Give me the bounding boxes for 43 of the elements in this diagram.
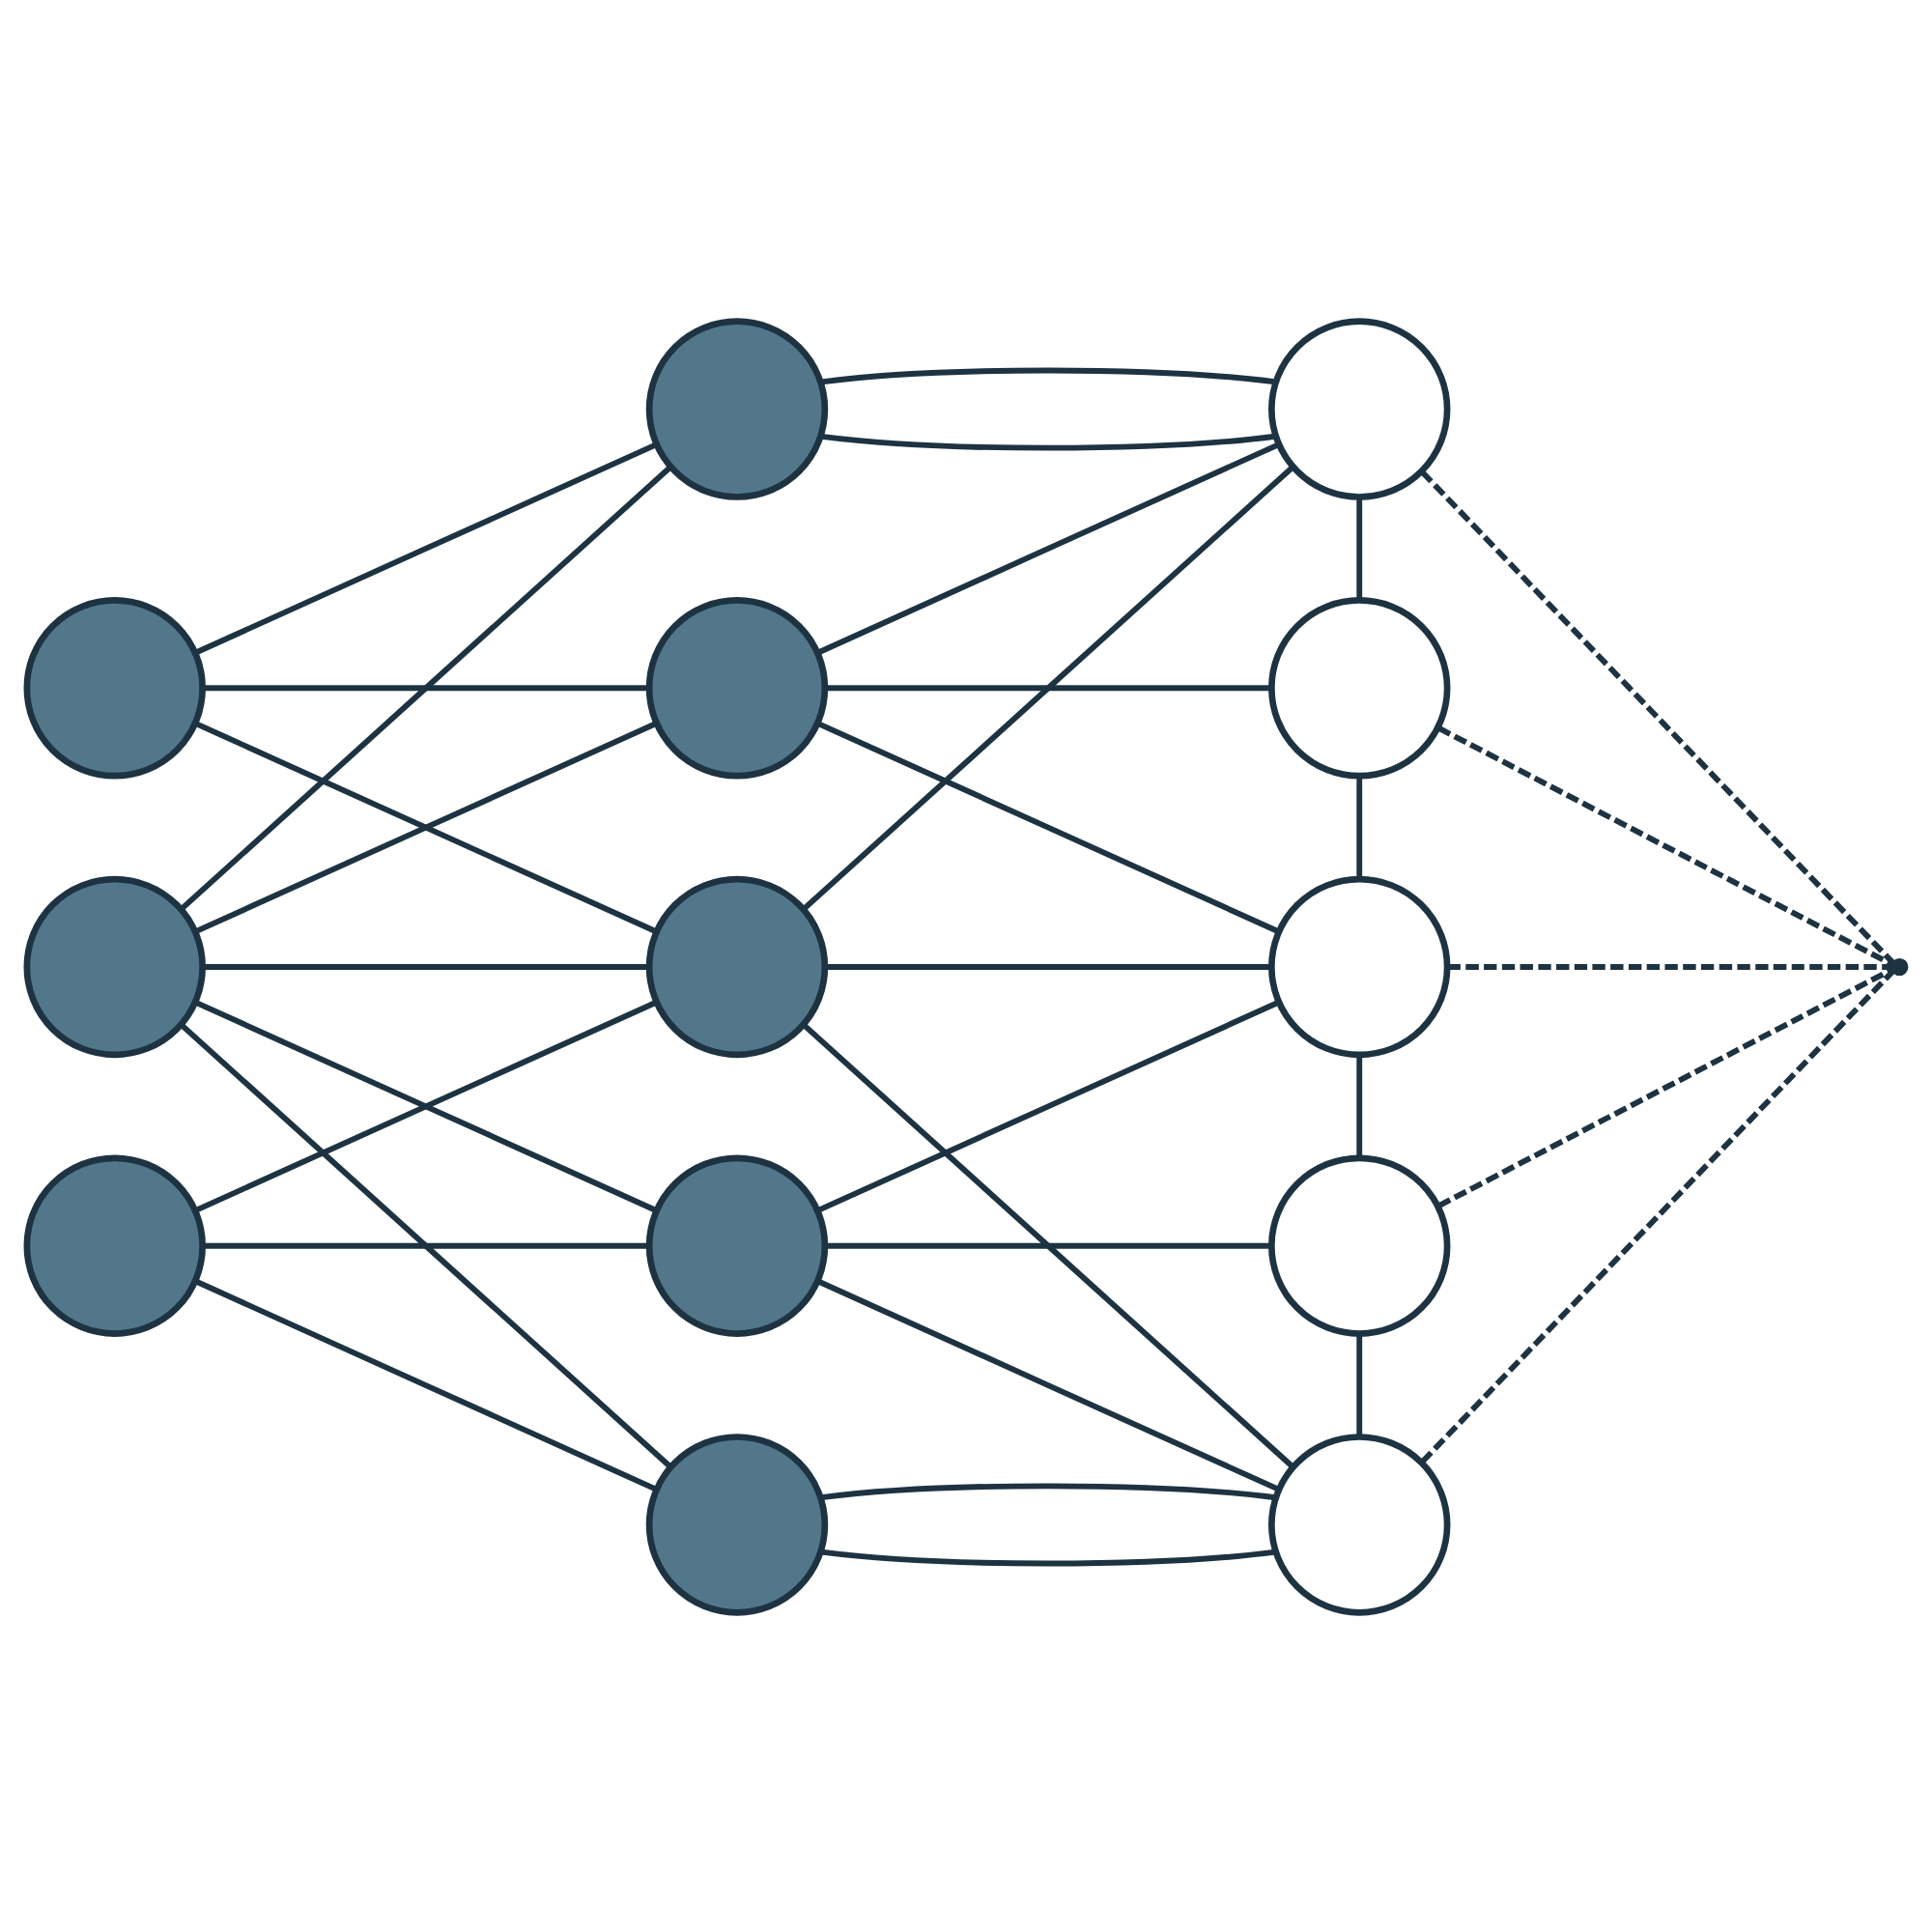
node-circle bbox=[1268, 874, 1451, 1058]
connector bbox=[194, 440, 658, 655]
node-circle bbox=[645, 1153, 829, 1336]
connector bbox=[194, 1277, 658, 1492]
node-circle bbox=[645, 596, 829, 779]
connector bbox=[801, 464, 1294, 911]
connector bbox=[816, 440, 1280, 655]
connector bbox=[1356, 1053, 1363, 1157]
connector bbox=[1447, 963, 1894, 969]
node-circle bbox=[645, 317, 829, 499]
node-circle bbox=[1268, 1153, 1451, 1336]
connector bbox=[821, 366, 1276, 384]
connector bbox=[825, 684, 1271, 691]
connector bbox=[816, 720, 1280, 933]
connector bbox=[1436, 724, 1895, 967]
connector bbox=[179, 464, 672, 911]
connector bbox=[1356, 496, 1363, 599]
connector bbox=[179, 1021, 672, 1468]
connector bbox=[203, 1241, 649, 1248]
connector bbox=[1356, 1332, 1363, 1436]
node-circle bbox=[1268, 317, 1451, 499]
node-circle bbox=[1268, 596, 1451, 779]
connector bbox=[1436, 965, 1895, 1208]
connector bbox=[816, 999, 1280, 1212]
connector bbox=[203, 963, 649, 969]
node-circle bbox=[1268, 1433, 1451, 1615]
connector bbox=[821, 1548, 1276, 1566]
connector bbox=[203, 684, 649, 691]
node-circle bbox=[23, 1153, 206, 1336]
connector bbox=[1356, 775, 1363, 878]
connector bbox=[801, 1021, 1294, 1468]
connector bbox=[1420, 469, 1895, 964]
connector bbox=[825, 1241, 1271, 1248]
connector bbox=[821, 432, 1276, 450]
node-circle bbox=[23, 596, 206, 779]
node-point bbox=[1890, 956, 1909, 976]
connector bbox=[821, 1482, 1276, 1500]
connector bbox=[825, 963, 1271, 969]
node-circle bbox=[645, 1433, 829, 1615]
node-circle bbox=[645, 874, 829, 1058]
connector bbox=[816, 1277, 1280, 1492]
node-circle bbox=[23, 874, 206, 1058]
connector bbox=[1420, 968, 1895, 1463]
